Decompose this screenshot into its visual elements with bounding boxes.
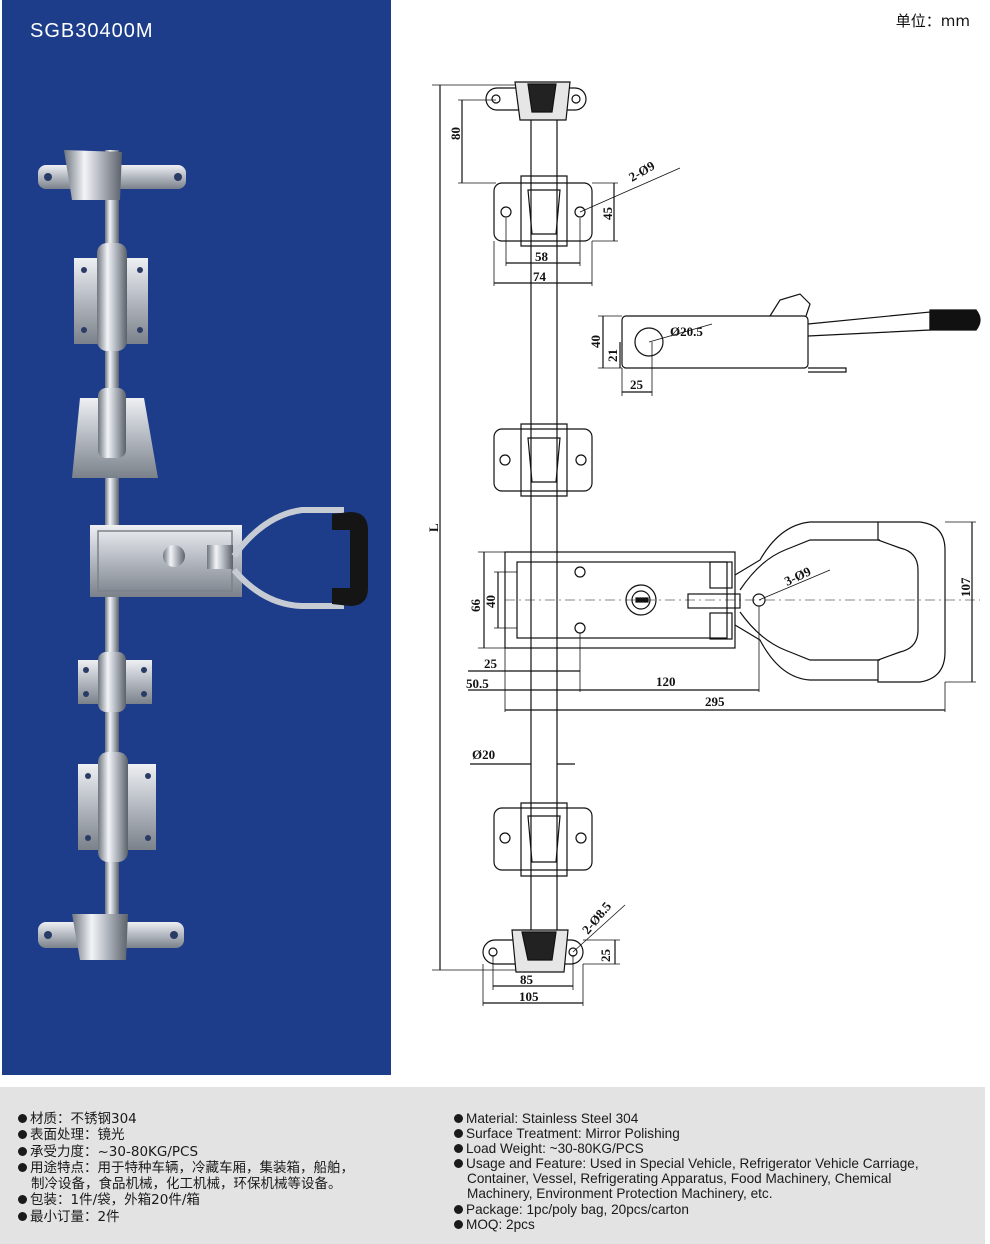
spec-cn-text: 承受力度：~30-80KG/PCS — [30, 1143, 199, 1160]
dim-40-section: 40 — [588, 335, 603, 348]
spec-cn-line: 承受力度：~30-80KG/PCS — [18, 1144, 354, 1160]
spec-en-line: Usage and Feature: Used in Special Vehic… — [454, 1156, 919, 1171]
spec-en-text: Container, Vessel, Refrigerating Apparat… — [467, 1171, 892, 1187]
dim-25-section: 25 — [630, 377, 644, 392]
dim-2-phi9: 2-Ø9 — [626, 158, 658, 185]
dim-295: 295 — [705, 694, 725, 709]
dim-L: L — [426, 523, 441, 532]
bullet-icon — [454, 1144, 463, 1154]
dim-45: 45 — [600, 207, 615, 221]
spec-cn-text: 材质：不锈钢304 — [30, 1111, 137, 1127]
spec-en-text: Material: Stainless Steel 304 — [466, 1111, 639, 1126]
spec-en-line: Load Weight: ~30-80KG/PCS — [454, 1141, 919, 1156]
dim-phi20: Ø20 — [472, 747, 495, 762]
spec-en-line: Machinery, Environment Protection Machin… — [454, 1186, 919, 1201]
dim-107: 107 — [958, 577, 973, 597]
bullet-icon — [454, 1159, 463, 1169]
spec-cn-text: 最小订量：2件 — [30, 1208, 120, 1225]
product-photo-panel: SGB30400M — [2, 0, 391, 1075]
dim-58: 58 — [535, 249, 549, 264]
spec-cn-line: 用途特点：用于特种车辆，冷藏车厢，集装箱，船舶， — [18, 1160, 354, 1176]
dim-40-housing: 40 — [483, 595, 498, 608]
spec-en-line: Package: 1pc/poly bag, 20pcs/carton — [454, 1202, 919, 1217]
dim-3-phi9: 3-Ø9 — [782, 563, 814, 588]
dim-105: 105 — [519, 989, 539, 1004]
dim-25-housing: 25 — [484, 656, 498, 671]
bullet-icon — [18, 1211, 27, 1221]
bullet-icon — [18, 1114, 27, 1123]
spec-en-line: MOQ: 2pcs — [454, 1217, 919, 1232]
lower-bracket — [493, 807, 593, 871]
bullet-icon — [454, 1204, 463, 1214]
dim-phi20-5: Ø20.5 — [670, 324, 703, 339]
dim-80: 80 — [448, 127, 463, 140]
spec-cn-text: 包装：1件/袋，外箱20件/箱 — [30, 1192, 200, 1209]
section-body — [621, 315, 809, 369]
spec-en-text: Package: 1pc/poly bag, 20pcs/carton — [466, 1201, 689, 1217]
spec-cn-line: 表面处理：镜光 — [18, 1127, 354, 1143]
spec-cn-line: 制冷设备，食品机械，化工机械，环保机械等设备。 — [18, 1176, 354, 1192]
bullet-icon — [18, 1162, 27, 1172]
bullet-icon — [18, 1130, 27, 1140]
spec-cn-line: 材质：不锈钢304 — [18, 1111, 354, 1127]
bullet-icon — [454, 1219, 463, 1229]
spec-en-line: Container, Vessel, Refrigerating Apparat… — [454, 1171, 919, 1186]
spec-cn-text: 表面处理：镜光 — [30, 1127, 125, 1144]
bullet-icon — [18, 1195, 27, 1205]
dim-21: 21 — [605, 349, 620, 362]
middle-bracket — [493, 428, 593, 492]
spec-en-text: Usage and Feature: Used in Special Vehic… — [466, 1156, 919, 1172]
spec-en-line: Surface Treatment: Mirror Polishing — [454, 1126, 919, 1141]
bullet-icon — [18, 1146, 27, 1156]
spec-en-text: Machinery, Environment Protection Machin… — [467, 1186, 773, 1202]
model-code: SGB30400M — [30, 20, 154, 42]
dim-74: 74 — [533, 269, 547, 284]
bullet-icon — [454, 1129, 463, 1139]
dim-25-end: 25 — [598, 949, 613, 963]
technical-drawing: 80 2-Ø9 45 58 74 40 21 25 Ø20.5 L 66 40 … — [426, 81, 981, 1006]
handle-grip — [877, 521, 946, 683]
spec-en-text: MOQ: 2pcs — [466, 1216, 535, 1232]
lock-rod-photo — [38, 150, 368, 960]
dim-50-5: 50.5 — [466, 676, 489, 691]
unit-label: 单位：mm — [895, 12, 970, 30]
spec-band — [0, 1087, 985, 1244]
upper-bracket — [493, 182, 593, 242]
spec-en-text: Surface Treatment: Mirror Polishing — [466, 1126, 680, 1142]
dim-2-phi8-5: 2-Ø8.5 — [579, 898, 615, 937]
spec-en-text: Load Weight: ~30-80KG/PCS — [466, 1141, 644, 1157]
spec-cn-text: 制冷设备，食品机械，化工机械，环保机械等设备。 — [31, 1176, 342, 1193]
bullet-icon — [454, 1114, 463, 1123]
dim-120: 120 — [656, 674, 676, 689]
spec-cn-line: 包装：1件/袋，外箱20件/箱 — [18, 1192, 354, 1208]
spec-cn-text: 用途特点：用于特种车辆，冷藏车厢，集装箱，船舶， — [30, 1159, 354, 1176]
dim-85: 85 — [520, 972, 534, 987]
dim-66: 66 — [468, 599, 483, 613]
spec-en-line: Material: Stainless Steel 304 — [454, 1111, 919, 1126]
spec-cn-line: 最小订量：2件 — [18, 1209, 354, 1225]
